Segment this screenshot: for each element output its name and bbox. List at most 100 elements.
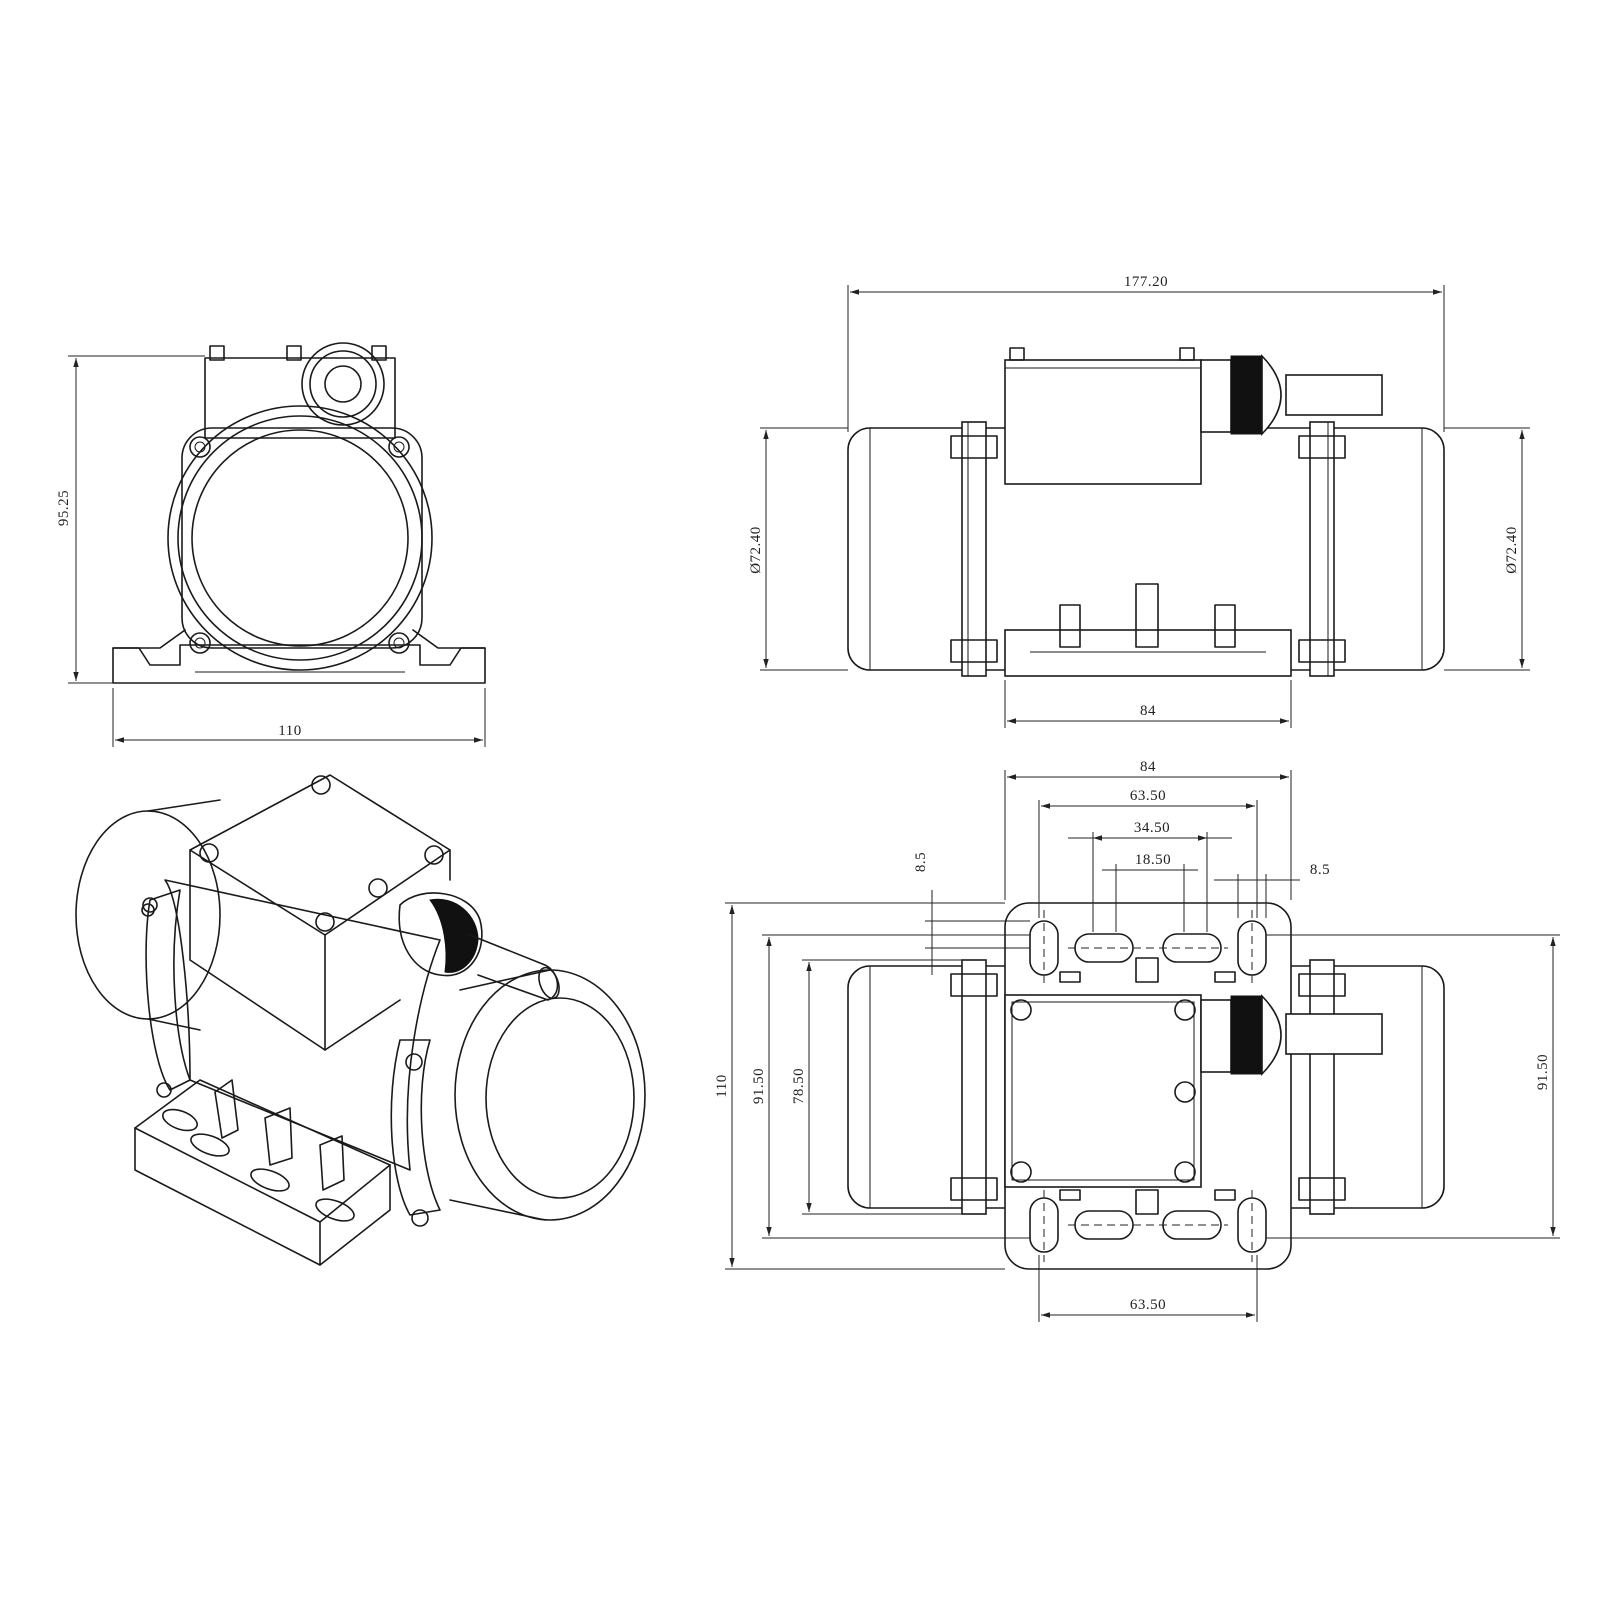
top-lid-screw-1 [1010, 999, 1032, 1021]
top-rib-1 [1059, 971, 1081, 983]
front-bolt-top-right [388, 436, 410, 458]
side-base-rib-left [1059, 604, 1081, 648]
front-bolt-top-left [189, 436, 211, 458]
iso-base-slot-2 [190, 1133, 230, 1157]
iso-base-rib-1 [214, 1079, 239, 1139]
side-length-label: 177.20 [1124, 274, 1168, 290]
iso-cable-gland [398, 892, 483, 977]
front-bolt-top-left-inner [194, 441, 206, 453]
side-flange-left-bolt-top [950, 435, 998, 459]
side-flange-right-bolt-top [1298, 435, 1346, 459]
top-overall-height-label: 110 [714, 1074, 730, 1097]
front-box-screw-center [286, 345, 302, 361]
front-height-label: 95.25 [56, 490, 72, 526]
iso-box-screw-2 [311, 775, 331, 795]
top-flange-left [961, 959, 987, 1215]
iso-base-plate [134, 1079, 391, 1266]
iso-cable-gland-knurl [429, 898, 479, 973]
front-bolt-bottom-left [189, 632, 211, 654]
iso-base-rib-2 [264, 1107, 293, 1166]
front-width-label: 110 [278, 723, 301, 739]
iso-base-slot-1 [162, 1108, 198, 1132]
side-gland-nut [1200, 359, 1232, 433]
side-flange-left-bolt-bottom [950, 639, 998, 663]
side-cable [1285, 374, 1383, 416]
front-flange [181, 427, 423, 649]
top-inner-span-label: 78.50 [791, 1068, 807, 1104]
iso-rear-stud [141, 903, 155, 917]
iso-front-flange-bolt-bottom [411, 1209, 429, 1227]
side-box-screw-left [1009, 347, 1025, 361]
top-slot-outer-label: 63.50 [1130, 788, 1166, 804]
side-diameter-right-label: Ø72.40 [1504, 526, 1520, 574]
front-bolt-bottom-right-inner [393, 637, 405, 649]
iso-rear-flange-bolt-top [142, 897, 158, 913]
iso-rear-flange-bolt [156, 1082, 172, 1098]
top-width-label: 84 [1140, 759, 1156, 775]
front-cable-gland-hole [324, 365, 362, 403]
top-lid-screw-4 [1010, 1161, 1032, 1183]
iso-base-rib-3 [319, 1135, 345, 1191]
front-view: 95.25 110 [56, 342, 486, 747]
iso-front-end-face [485, 997, 635, 1199]
front-end-cap [191, 429, 409, 647]
top-slot-inner-label: 18.50 [1135, 852, 1171, 868]
front-housing-outer [167, 405, 433, 671]
front-terminal-box [204, 357, 396, 439]
top-gland-dome [1261, 994, 1282, 1076]
front-bolt-top-right-inner [393, 441, 405, 453]
top-flange-left-bolt-bottom [950, 1177, 998, 1201]
iso-box-screw-3 [424, 845, 444, 865]
iso-box-screw-4 [315, 912, 335, 932]
front-bolt-bottom-left-inner [194, 637, 206, 649]
front-box-screw-left [209, 345, 225, 361]
top-rib-3 [1214, 971, 1236, 983]
side-flange-right-bolt-bottom [1298, 639, 1346, 663]
top-flange-left-bolt-top [950, 973, 998, 997]
iso-front-flange [390, 1039, 441, 1216]
top-slot-left-label: 8.5 [913, 852, 929, 872]
top-gland-nut [1200, 999, 1232, 1073]
front-base-plate [112, 644, 486, 684]
top-bottom-span-label: 63.50 [1130, 1297, 1166, 1313]
iso-rear-flange [145, 889, 191, 1091]
side-base-length-label: 84 [1140, 703, 1156, 719]
side-view: 177.20 Ø72.40 [748, 274, 1530, 728]
iso-front-end-cap [454, 969, 646, 1221]
top-flange-right [1309, 959, 1335, 1215]
top-view: 84 63.50 34.50 18.50 8.5 8.5 110 [714, 759, 1560, 1322]
top-rib-6 [1214, 1189, 1236, 1201]
top-terminal-box-lid [1011, 1001, 1195, 1181]
top-cable [1285, 1013, 1383, 1055]
side-base-plate [1004, 629, 1292, 677]
front-housing-ring [177, 415, 423, 661]
iso-terminal-box-top [189, 774, 451, 936]
side-flange-left [961, 421, 987, 677]
iso-box-screw-1 [199, 843, 219, 863]
iso-front-cap-edges [449, 969, 551, 1221]
iso-base-top-edge [134, 1127, 391, 1223]
side-flange-right [1309, 421, 1335, 677]
top-terminal-box [1004, 994, 1202, 1188]
side-diameter-left-label: Ø72.40 [748, 526, 764, 574]
top-flange-right-bolt-bottom [1298, 1177, 1346, 1201]
iso-rear-cap-edges [147, 799, 221, 1031]
front-box-screw-right [371, 345, 387, 361]
side-base-rib-right [1214, 604, 1236, 648]
top-rib-2 [1135, 957, 1159, 983]
iso-base-slot-4 [315, 1198, 355, 1222]
isometric-view [75, 774, 646, 1266]
top-rib-5 [1135, 1189, 1159, 1215]
iso-terminal-box-front [189, 849, 326, 1051]
side-gland-dome [1261, 354, 1282, 436]
side-base-rib-center [1135, 583, 1159, 648]
top-slot-right-label: 8.5 [1310, 862, 1330, 878]
iso-motor-body [164, 879, 441, 1171]
top-lid-screw-3 [1174, 1081, 1196, 1103]
top-rib-4 [1059, 1189, 1081, 1201]
top-hole-span-right-label: 91.50 [1535, 1054, 1551, 1090]
top-lid-screw-5 [1174, 1161, 1196, 1183]
front-cable-gland-nut [309, 350, 377, 418]
